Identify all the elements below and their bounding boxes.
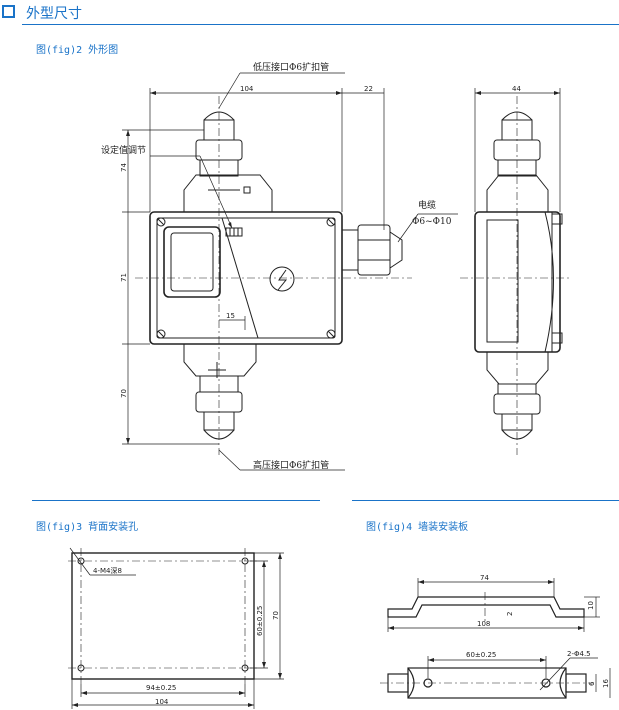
high-port-label: 高压接口Φ6扩扣管 [253, 459, 329, 471]
dim-104: 104 [240, 85, 254, 93]
body-outline [149, 211, 343, 345]
section-title: 外型尺寸 [26, 6, 82, 22]
dim-74: 74 [120, 163, 128, 172]
dim-22: 22 [364, 85, 373, 93]
checkbox-icon [2, 5, 15, 18]
low-port-label: 低压接口Φ6扩扣管 [253, 61, 329, 73]
cable-label: 电缆 [418, 199, 436, 211]
section-header: 外型尺寸 [0, 0, 619, 28]
header-rule [22, 24, 619, 25]
setting-label: 设定值调节 [101, 144, 146, 156]
cable-range-label: Φ6~Φ10 [412, 217, 452, 227]
fig4-rule [352, 500, 619, 501]
fig4-caption: 图(fig)4 墙装安装板 [366, 522, 469, 533]
dim-70: 70 [120, 389, 128, 398]
fig2-caption: 图(fig)2 外形图 [36, 45, 119, 56]
fig3-rule [32, 500, 320, 501]
dim-71: 71 [120, 273, 128, 282]
dim-44: 44 [512, 85, 521, 93]
dim-15: 15 [226, 312, 235, 320]
fig3-caption: 图(fig)3 背面安装孔 [36, 522, 139, 533]
